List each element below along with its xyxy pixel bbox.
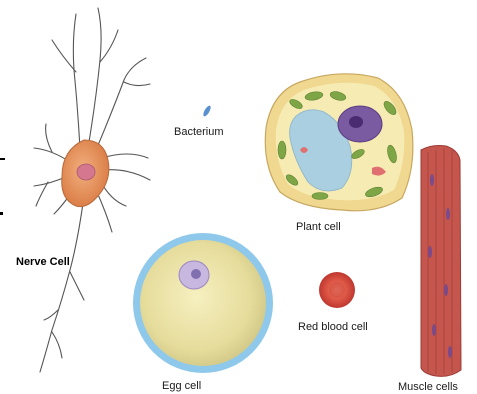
egg-cytoplasm (140, 240, 266, 366)
plant-cell (265, 74, 413, 211)
bacterium-label: Bacterium (174, 126, 224, 138)
muscle-cells-label: Muscle cells (398, 381, 458, 393)
red-blood-cell (319, 272, 355, 308)
muscle-fiber (421, 146, 461, 377)
egg-cell-label: Egg cell (162, 380, 201, 392)
egg-cell (133, 233, 273, 373)
red-blood-cell-label: Red blood cell (298, 321, 368, 333)
plant-cell-label: Plant cell (296, 221, 341, 233)
nerve-cell (34, 8, 150, 372)
bacterium (202, 105, 212, 118)
edge-mark-dot (0, 212, 3, 215)
nerve-cell-label: Nerve Cell (16, 256, 70, 268)
nerve-axon (40, 196, 84, 372)
muscle-cells (421, 146, 461, 377)
nerve-nucleus (77, 164, 95, 180)
edge-mark-dash (0, 158, 5, 160)
